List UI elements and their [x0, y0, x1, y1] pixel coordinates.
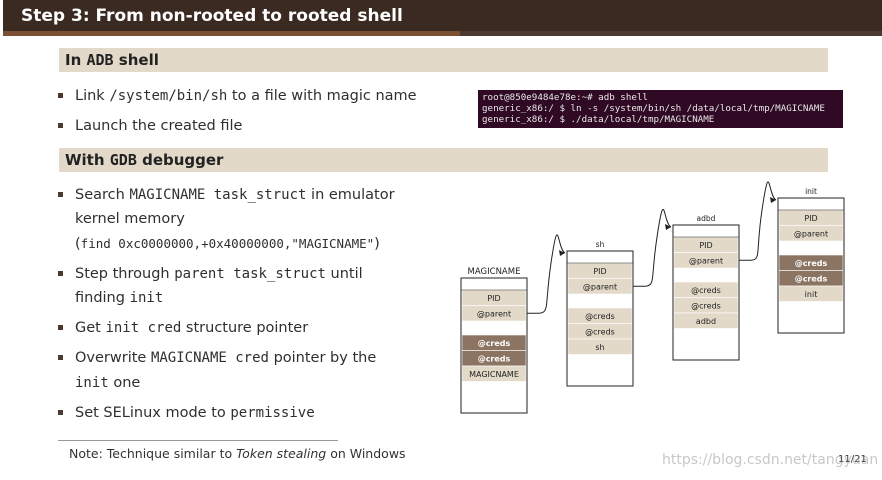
bullet-text: Search [75, 187, 130, 203]
arrowhead [770, 197, 776, 203]
section-prefix: In [65, 51, 87, 69]
struct-field-label: @creds [585, 312, 615, 321]
progress-rule [3, 31, 882, 36]
bullet-code: MAGICNAME cred [150, 350, 269, 366]
struct-name-label: init [805, 187, 817, 196]
struct-field-label: @parent [689, 257, 723, 266]
struct-field [673, 252, 739, 269]
parent-pointer-arrow [738, 181, 777, 261]
section-mono: ADB [86, 51, 114, 69]
struct-field-label: @parent [583, 283, 617, 292]
struct-field-label: sh [595, 343, 604, 352]
struct-name-label: sh [596, 240, 605, 249]
bullet-code: permissive [230, 405, 315, 421]
footnote-text: Note: Technique similar to [69, 446, 237, 461]
section-prefix: With [65, 151, 110, 169]
struct-name-label: MAGICNAME [468, 267, 521, 277]
slide-title: Step 3: From non-rooted to rooted shell [21, 6, 403, 26]
parent-pointer-arrow [632, 208, 672, 287]
bullet-text: Set SELinux mode to [75, 405, 231, 421]
bullet-text: to a file with magic name [227, 88, 417, 104]
section-mono: GDB [109, 151, 137, 169]
section-suffix: shell [113, 51, 159, 69]
parent-pointer-arrow [526, 234, 566, 314]
struct-field-label: MAGICNAME [469, 370, 519, 379]
struct-field [567, 278, 633, 295]
struct-field-label: @creds [795, 275, 828, 284]
bullet-marker [58, 410, 63, 415]
struct-field [461, 305, 527, 322]
section-header-gdb: With GDB debugger [59, 148, 828, 172]
struct-field [567, 338, 633, 355]
bullet-text: Launch the created file [75, 118, 243, 134]
arrowhead [665, 224, 671, 230]
struct-name-label: adbd [697, 214, 716, 223]
bullet-marker [58, 355, 63, 360]
struct-field-label: @creds [478, 355, 511, 364]
footnote-emphasis: Token stealing [236, 446, 327, 461]
struct-field-label: @creds [691, 302, 721, 311]
section-header-adb: In ADB shell [59, 48, 828, 72]
arrowhead [559, 250, 565, 256]
bullet-text: finding [75, 290, 130, 306]
bullet-code: init [75, 375, 109, 391]
terminal-line: generic_x86:/ $ ./data/local/tmp/MAGICNA… [482, 114, 715, 125]
watermark: https://blog.csdn.net/tangyuan [662, 452, 879, 468]
progress-fill [3, 31, 461, 36]
bullet-text: structure pointer [181, 320, 309, 336]
bullet-text: until [325, 266, 363, 282]
bullet-marker [58, 123, 63, 128]
bullet-text: ) [374, 236, 380, 252]
bullet-text: Overwrite [75, 350, 151, 366]
struct-field [461, 365, 527, 382]
terminal-line: generic_x86:/ $ ln -s /system/bin/sh /da… [482, 103, 825, 114]
struct-field-label: adbd [696, 317, 716, 326]
bullet-text: ( [75, 236, 81, 252]
bullet-text: pointer by the [268, 350, 377, 366]
bullet-marker [58, 93, 63, 98]
bullet-text: Link [75, 88, 110, 104]
bullet-marker [58, 271, 63, 276]
bullet-marker [58, 325, 63, 330]
struct-field [778, 285, 844, 302]
bullet-code: find 0xc0000000,+0x40000000,"MAGICNAME" [80, 236, 375, 251]
struct-field-label: PID [699, 241, 712, 250]
struct-field-label: PID [487, 294, 500, 303]
footnote: Note: Technique similar to Token stealin… [69, 446, 406, 461]
bullet-text: one [108, 375, 141, 391]
footnote-text: on Windows [326, 446, 406, 461]
bullet-text: Get [75, 320, 106, 336]
struct-field-label: @parent [477, 310, 511, 319]
struct-field-label: @creds [691, 286, 721, 295]
struct-field-label: @creds [478, 339, 511, 348]
struct-field-label: init [805, 290, 818, 299]
struct-field-label: PID [593, 267, 606, 276]
struct-field [673, 312, 739, 329]
bullet-marker [58, 192, 63, 197]
bullet-code: init [129, 290, 164, 306]
bullet-code: MAGICNAME task_struct [129, 187, 307, 203]
bullet-text: kernel memory [75, 211, 185, 227]
bullet-code: /system/bin/sh [109, 88, 228, 104]
terminal-line: root@850e9484e78e:~# adb shell [482, 92, 648, 103]
bullet-code: parent task_struct [174, 266, 326, 282]
section-suffix: debugger [136, 151, 224, 169]
bullet-text: Step through [75, 266, 175, 282]
page-number: 11/21 [838, 454, 867, 465]
struct-field-label: @parent [794, 230, 828, 239]
bullet-code: init cred [105, 320, 182, 336]
struct-field-label: @creds [795, 259, 828, 268]
struct-field-label: @creds [585, 328, 615, 337]
struct-field-label: PID [804, 214, 817, 223]
struct-field [778, 225, 844, 242]
footnote-rule [58, 440, 338, 441]
bullet-text: in emulator [306, 187, 395, 203]
slide-title-bar: Step 3: From non-rooted to rooted shell [3, 0, 882, 36]
